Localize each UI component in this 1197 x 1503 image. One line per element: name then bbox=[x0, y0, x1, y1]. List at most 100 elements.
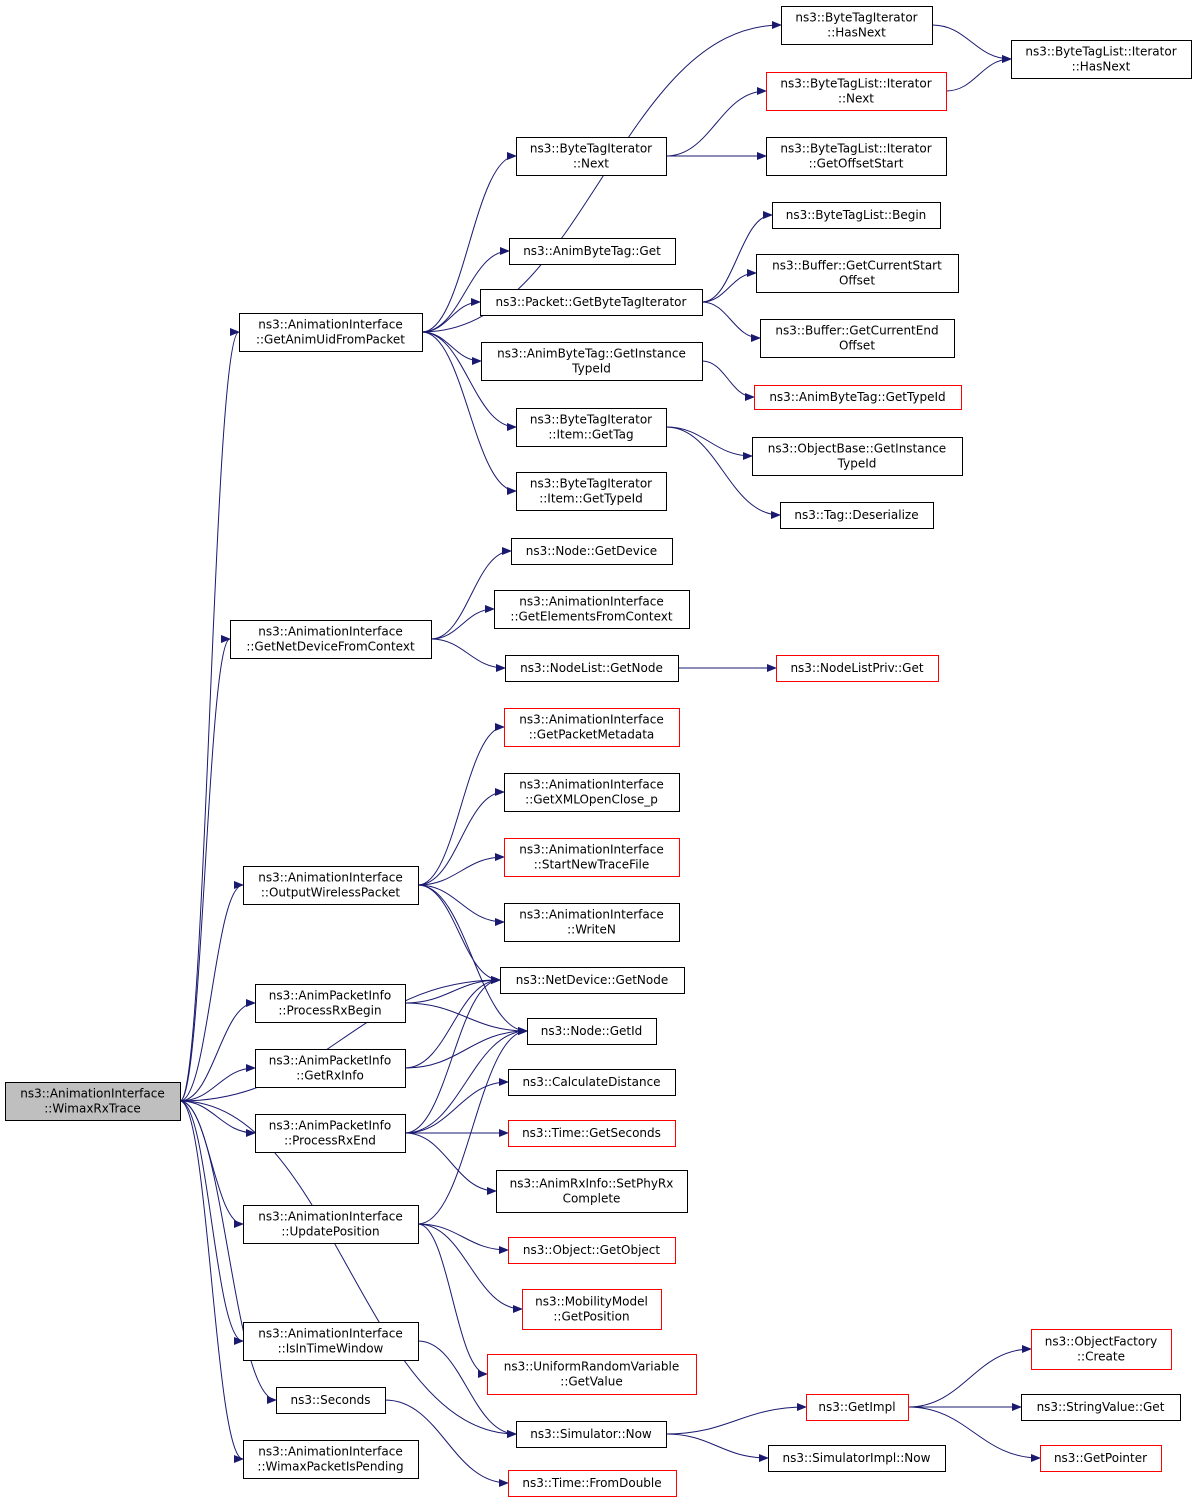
node-bti-has-next[interactable]: ns3::ByteTagIterator::HasNext bbox=[781, 6, 933, 45]
node-time-from-d[interactable]: ns3::Time::FromDouble bbox=[508, 1470, 677, 1497]
node-label: TypeId bbox=[837, 457, 877, 471]
call-edge-root-to-out-wireless bbox=[179, 881, 244, 1102]
node-label: ns3::AnimationInterface bbox=[519, 778, 663, 792]
call-edge-out-wireless-to-start-trace bbox=[417, 853, 505, 886]
node-get-net-dev[interactable]: ns3::AnimationInterface::GetNetDeviceFro… bbox=[230, 620, 432, 659]
node-node-get-id[interactable]: ns3::Node::GetId bbox=[527, 1018, 657, 1045]
node-calc-dist[interactable]: ns3::CalculateDistance bbox=[508, 1069, 676, 1096]
node-label: ns3::AnimationInterface bbox=[258, 871, 402, 885]
node-get-impl[interactable]: ns3::GetImpl bbox=[806, 1394, 909, 1421]
node-update-pos[interactable]: ns3::AnimationInterface::UpdatePosition bbox=[243, 1205, 419, 1244]
node-btl-it-next[interactable]: ns3::ByteTagList::Iterator::Next bbox=[766, 72, 947, 111]
node-label: ns3::AnimPacketInfo bbox=[269, 1119, 391, 1133]
call-edge-get-rx-info-to-node-get-id bbox=[404, 1027, 528, 1069]
node-label: ns3::AnimationInterface bbox=[258, 318, 402, 332]
node-box bbox=[496, 1170, 688, 1213]
call-edge-proc-rx-end-to-nd-get-node bbox=[404, 976, 501, 1134]
node-box bbox=[754, 385, 962, 410]
node-nd-get-node[interactable]: ns3::NetDevice::GetNode bbox=[500, 967, 685, 994]
node-get-xml[interactable]: ns3::AnimationInterface::GetXMLOpenClose… bbox=[504, 773, 680, 812]
node-sim-now[interactable]: ns3::Simulator::Now bbox=[516, 1421, 667, 1448]
node-label: ns3::UniformRandomVariable bbox=[504, 1360, 680, 1374]
node-label: ns3::NodeListPriv::Get bbox=[790, 661, 923, 675]
node-bti-next[interactable]: ns3::ByteTagIterator::Next bbox=[516, 137, 667, 176]
node-btl-it-offset[interactable]: ns3::ByteTagList::Iterator::GetOffsetSta… bbox=[766, 137, 947, 176]
call-edge-update-pos-to-node-get-id bbox=[417, 1027, 528, 1225]
node-label: ns3::Node::GetDevice bbox=[526, 544, 657, 558]
node-node-list-get[interactable]: ns3::NodeList::GetNode bbox=[505, 655, 679, 682]
node-label: Offset bbox=[839, 274, 875, 288]
call-edge-bti-item-tag-to-obj-base-inst bbox=[665, 426, 753, 460]
call-edge-proc-rx-begin-to-node-get-id bbox=[404, 1002, 528, 1035]
node-label: ::OutputWirelessPacket bbox=[261, 886, 401, 900]
node-box bbox=[504, 838, 680, 877]
node-label: ns3::ByteTagList::Iterator bbox=[780, 142, 931, 156]
node-tag-deser[interactable]: ns3::Tag::Deserialize bbox=[780, 502, 934, 529]
node-obj-get-obj[interactable]: ns3::Object::GetObject bbox=[508, 1237, 676, 1264]
node-proc-rx-end[interactable]: ns3::AnimPacketInfo::ProcessRxEnd bbox=[255, 1114, 406, 1153]
node-get-pkt-meta[interactable]: ns3::AnimationInterface::GetPacketMetada… bbox=[504, 708, 680, 747]
node-start-trace[interactable]: ns3::AnimationInterface::StartNewTraceFi… bbox=[504, 838, 680, 877]
node-seconds[interactable]: ns3::Seconds bbox=[276, 1387, 386, 1414]
node-label: ns3::NetDevice::GetNode bbox=[516, 973, 668, 987]
node-label: Offset bbox=[839, 339, 875, 353]
node-box bbox=[243, 866, 419, 905]
node-nl-priv-get[interactable]: ns3::NodeListPriv::Get bbox=[776, 655, 939, 682]
node-box bbox=[494, 590, 690, 629]
node-label: ::Item::GetTypeId bbox=[539, 492, 643, 506]
node-label: ns3::SimulatorImpl::Now bbox=[783, 1451, 931, 1465]
node-mob-pos[interactable]: ns3::MobilityModel::GetPosition bbox=[522, 1289, 662, 1330]
node-bti-item-type[interactable]: ns3::ByteTagIterator::Item::GetTypeId bbox=[516, 472, 667, 511]
node-box bbox=[504, 903, 680, 942]
node-label: ::GetNetDeviceFromContext bbox=[246, 640, 415, 654]
node-proc-rx-begin[interactable]: ns3::AnimPacketInfo::ProcessRxBegin bbox=[255, 984, 406, 1023]
node-abt-type[interactable]: ns3::AnimByteTag::GetTypeId bbox=[754, 385, 962, 410]
node-label: ::UpdatePosition bbox=[281, 1225, 379, 1239]
node-node-get-dev[interactable]: ns3::Node::GetDevice bbox=[511, 538, 673, 565]
node-label: ns3::CalculateDistance bbox=[522, 1075, 660, 1089]
node-box bbox=[481, 342, 703, 381]
node-label: ns3::Buffer::GetCurrentStart bbox=[772, 259, 942, 273]
call-edge-pkt-get-bti-to-buf-end bbox=[701, 301, 761, 342]
call-edge-get-anim-uid-to-bti-has-next bbox=[421, 21, 782, 333]
node-box bbox=[508, 1069, 676, 1096]
node-box bbox=[243, 1322, 419, 1361]
call-edge-pkt-get-bti-to-buf-start bbox=[701, 269, 757, 303]
node-wimax-pend[interactable]: ns3::AnimationInterface::WimaxPacketIsPe… bbox=[243, 1440, 419, 1479]
call-edge-out-wireless-to-get-pkt-meta bbox=[417, 723, 505, 886]
node-label: ::GetRxInfo bbox=[296, 1069, 364, 1083]
call-edge-root-to-sim-now bbox=[179, 1100, 517, 1438]
node-obj-fact-create[interactable]: ns3::ObjectFactory::Create bbox=[1031, 1329, 1172, 1370]
call-edge-is-in-time-to-sim-now bbox=[417, 1340, 517, 1438]
node-get-rx-info[interactable]: ns3::AnimPacketInfo::GetRxInfo bbox=[255, 1049, 406, 1088]
node-abt-get[interactable]: ns3::AnimByteTag::Get bbox=[509, 238, 676, 265]
node-box bbox=[5, 1082, 181, 1121]
node-get-pointer[interactable]: ns3::GetPointer bbox=[1040, 1445, 1162, 1472]
node-box bbox=[772, 202, 941, 229]
node-btl-begin[interactable]: ns3::ByteTagList::Begin bbox=[772, 202, 941, 229]
node-bti-item-tag[interactable]: ns3::ByteTagIterator::Item::GetTag bbox=[516, 408, 667, 447]
node-box bbox=[243, 1205, 419, 1244]
node-get-anim-uid[interactable]: ns3::AnimationInterface::GetAnimUidFromP… bbox=[239, 313, 423, 352]
node-box bbox=[776, 655, 939, 682]
node-sim-impl-now[interactable]: ns3::SimulatorImpl::Now bbox=[768, 1445, 946, 1472]
node-pkt-get-bti[interactable]: ns3::Packet::GetByteTagIterator bbox=[480, 289, 703, 316]
node-time-sec[interactable]: ns3::Time::GetSeconds bbox=[508, 1120, 676, 1147]
node-root[interactable]: ns3::AnimationInterface::WimaxRxTrace bbox=[5, 1082, 181, 1121]
node-str-val-get[interactable]: ns3::StringValue::Get bbox=[1021, 1394, 1181, 1421]
node-write-n[interactable]: ns3::AnimationInterface::WriteN bbox=[504, 903, 680, 942]
node-out-wireless[interactable]: ns3::AnimationInterface::OutputWirelessP… bbox=[243, 866, 419, 905]
call-edge-out-wireless-to-get-xml bbox=[417, 788, 505, 886]
call-edge-bti-next-to-btl-it-next bbox=[665, 87, 767, 157]
node-get-elems[interactable]: ns3::AnimationInterface::GetElementsFrom… bbox=[494, 590, 690, 629]
node-label: ns3::ObjectBase::GetInstance bbox=[768, 442, 946, 456]
node-btl-it-has-next[interactable]: ns3::ByteTagList::Iterator::HasNext bbox=[1011, 40, 1192, 79]
node-is-in-time[interactable]: ns3::AnimationInterface::IsInTimeWindow bbox=[243, 1322, 419, 1361]
node-urv-get[interactable]: ns3::UniformRandomVariable::GetValue bbox=[487, 1354, 697, 1395]
